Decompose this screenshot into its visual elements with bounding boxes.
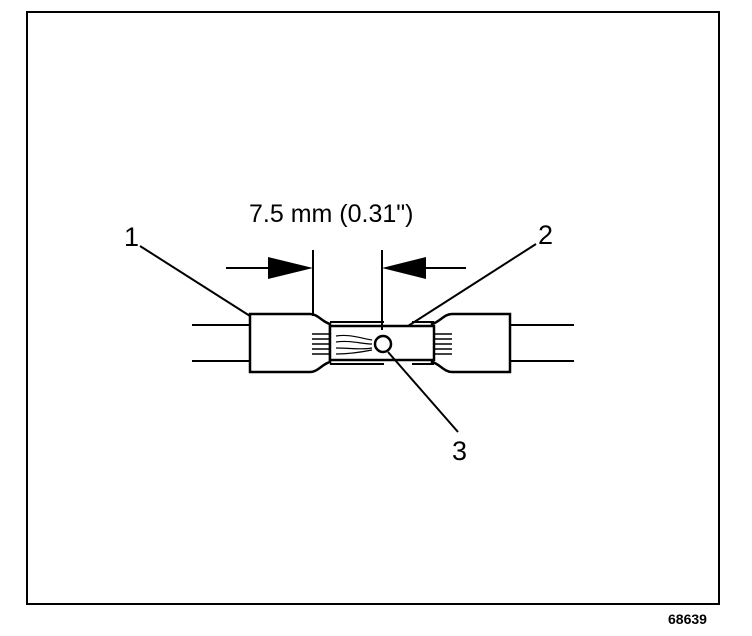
callout-1-label: 1: [124, 222, 139, 252]
left-insulation: [248, 312, 332, 374]
callout-2-leader: [407, 243, 537, 327]
diagram-frame: [26, 11, 720, 605]
callout-1-leader: [139, 245, 251, 317]
figure-number: 68639: [668, 611, 707, 627]
callout-3-leader: [387, 351, 459, 433]
callout-2-label: 2: [538, 220, 553, 250]
right-wire: [510, 324, 574, 362]
inspection-hole: [373, 334, 393, 354]
dimension-arrow-right: [382, 257, 466, 279]
callout-3-label: 3: [452, 436, 467, 466]
dimension-arrow-left: [226, 257, 313, 279]
left-wire: [192, 324, 250, 362]
dimension-label: 7.5 mm (0.31"): [249, 200, 413, 228]
right-insulation: [430, 312, 512, 374]
